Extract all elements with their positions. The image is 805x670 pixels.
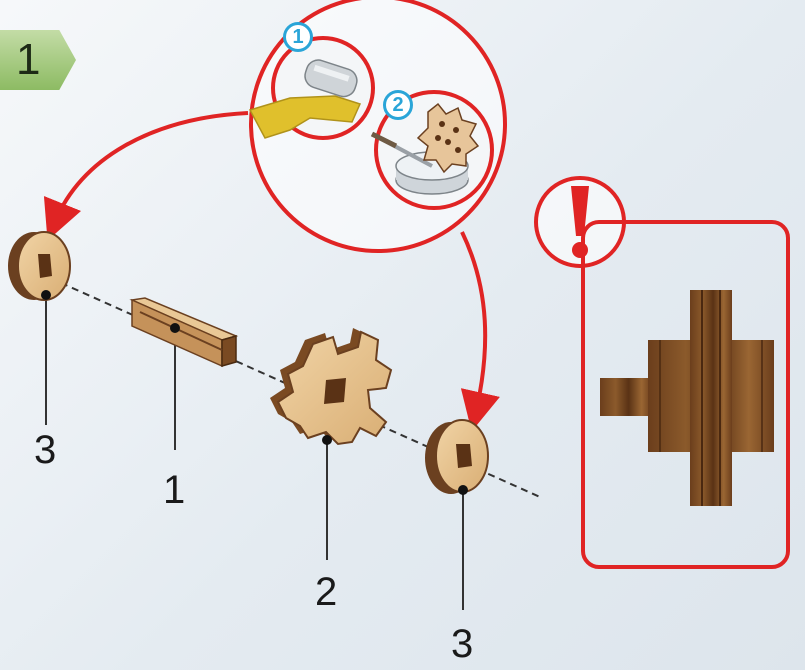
part-label-washer-left: 3 <box>34 428 57 472</box>
arrow-to-right-washer <box>460 231 500 432</box>
part-label-axle: 1 <box>163 468 186 512</box>
part-label-washer-right: 3 <box>451 622 474 666</box>
warning-exclamation-icon <box>571 186 589 258</box>
detail-badge-1: 1 <box>283 22 313 52</box>
mini-gear-icon <box>416 102 480 174</box>
step-number: 1 <box>16 35 41 84</box>
glue-tube-icon <box>248 59 362 139</box>
part-label-gear: 2 <box>315 570 338 614</box>
detail-badge-2: 2 <box>383 90 413 120</box>
washer-left <box>8 231 71 301</box>
brush-icon <box>370 131 433 168</box>
washer-right <box>425 419 489 495</box>
assembly-cross-section <box>600 290 774 506</box>
arrow-to-left-washer <box>43 111 249 241</box>
gear-part <box>270 328 393 446</box>
step-number-badge: 1 <box>0 30 76 90</box>
axle-part <box>129 297 239 368</box>
